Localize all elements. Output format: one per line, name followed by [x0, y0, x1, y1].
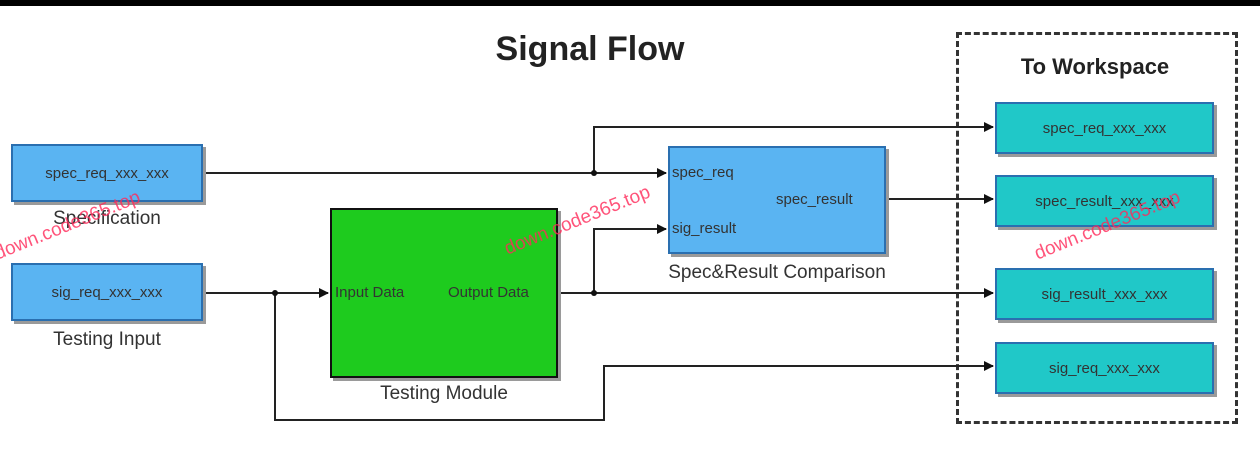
workspace-frame [956, 32, 1238, 424]
top-border [0, 0, 1260, 6]
wire-output-to-comparison [593, 224, 667, 293]
output-block[interactable]: sig_result_xxx_xxx [995, 268, 1214, 320]
output-block[interactable]: sig_req_xxx_xxx [995, 342, 1214, 394]
junction-dot [272, 290, 278, 296]
output-block[interactable]: spec_result_xxx_xxx [995, 175, 1214, 227]
comparison-block[interactable] [668, 146, 886, 254]
output-label: spec_result_xxx_xxx [1035, 192, 1174, 210]
output-label: sig_result_xxx_xxx [1041, 285, 1168, 303]
testing-input-block[interactable]: sig_req_xxx_xxx [11, 263, 203, 321]
output-data-port: Output Data [448, 284, 529, 301]
specification-block[interactable]: spec_req_xxx_xxx [11, 144, 203, 202]
spec-result-port: spec_result [776, 191, 853, 208]
testing-module-caption: Testing Module [380, 383, 508, 404]
junction-dot [591, 290, 597, 296]
workspace-title: To Workspace [1020, 54, 1170, 79]
output-label: sig_req_xxx_xxx [1049, 359, 1160, 377]
output-label: spec_req_xxx_xxx [1042, 119, 1167, 137]
specification-caption: Specification [53, 208, 161, 229]
testing-input-caption: Testing Input [53, 329, 161, 350]
specification-label: spec_req_xxx_xxx [45, 164, 169, 182]
wire-spec-to-workspace [593, 122, 994, 173]
spec-req-port: spec_req [672, 164, 734, 181]
sig-result-port: sig_result [672, 220, 737, 237]
input-data-port: Input Data [335, 284, 405, 301]
diagram-title: Signal Flow [495, 30, 685, 68]
testing-module-block[interactable] [330, 208, 558, 378]
output-block[interactable]: spec_req_xxx_xxx [995, 102, 1214, 154]
comparison-caption: Spec&Result Comparison [668, 262, 886, 283]
wire-input-to-workspace [274, 293, 994, 421]
testing-input-label: sig_req_xxx_xxx [51, 283, 163, 301]
junction-dot [591, 170, 597, 176]
